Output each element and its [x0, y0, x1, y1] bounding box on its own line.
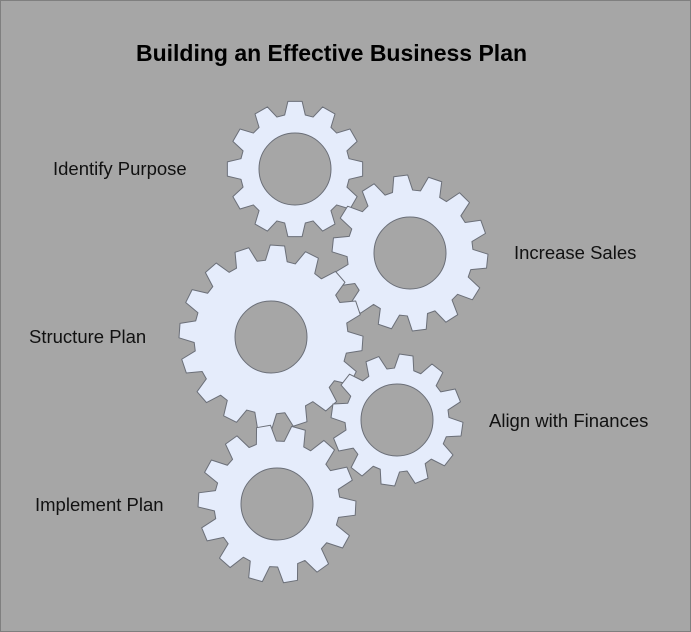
diagram-title: Building an Effective Business Plan: [135, 40, 528, 66]
step-label-identify-purpose: Identify Purpose: [53, 158, 187, 179]
gear-align-with-finances: [330, 353, 464, 487]
gear-hole: [360, 383, 434, 457]
gear-implement-plan: [197, 424, 357, 584]
gear-structure-plan: [178, 244, 364, 430]
gear-hole: [240, 467, 314, 541]
gear-increase-sales: [331, 174, 489, 332]
step-label-align-with-finances: Align with Finances: [489, 410, 649, 431]
gear-identify-purpose: [226, 100, 364, 238]
gear-hole: [234, 300, 308, 374]
gear-hole: [373, 216, 447, 290]
gear-hole: [258, 132, 332, 206]
step-label-implement-plan: Implement Plan: [35, 494, 164, 515]
step-label-increase-sales: Increase Sales: [514, 242, 637, 263]
step-label-structure-plan: Structure Plan: [29, 326, 147, 347]
